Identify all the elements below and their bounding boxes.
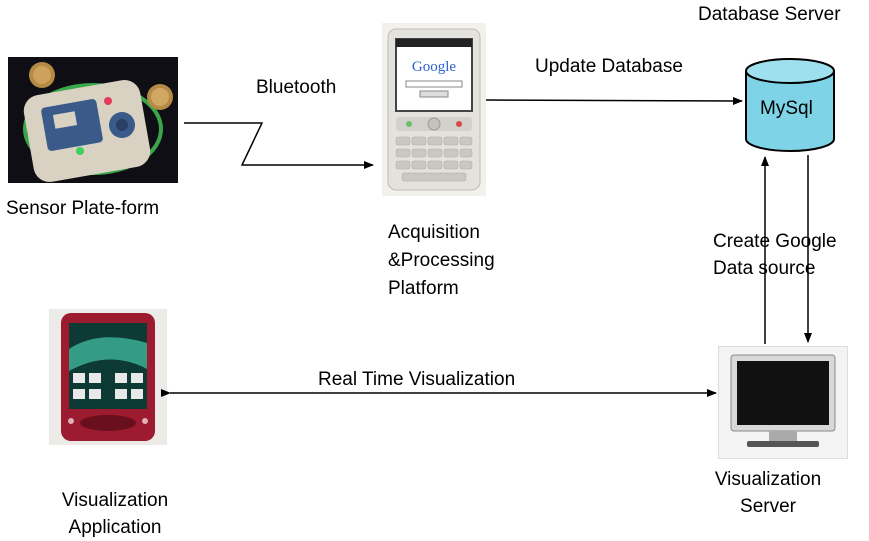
visualization-app-line-2: Application — [68, 517, 162, 538]
bluetooth-arrow — [184, 122, 374, 169]
acquisition-line-1: Acquisition — [388, 222, 480, 243]
acquisition-line-3: Platform — [388, 278, 459, 299]
update-database-arrow — [485, 96, 743, 105]
visualization-server-label: Visualization Server — [698, 466, 838, 520]
mysql-database-cylinder — [745, 58, 835, 152]
sensor-platform-label: Sensor Plate-form — [6, 198, 160, 219]
acquisition-line-2: &Processing — [388, 250, 495, 271]
update-database-label: Update Database — [535, 56, 683, 77]
mysql-label: MySql — [760, 98, 813, 119]
visualization-app-phone-image — [49, 309, 167, 445]
realtime-visualization-label: Real Time Visualization — [318, 369, 516, 390]
acquisition-label: Acquisition &Processing Platform — [388, 219, 495, 303]
sensor-platform-image — [8, 57, 178, 183]
create-google-line-1: Create Google — [713, 231, 837, 252]
visualization-app-line-1: Visualization — [61, 490, 169, 511]
bluetooth-label: Bluetooth — [256, 77, 337, 98]
database-server-label: Database Server — [698, 4, 841, 25]
create-google-label: Create Google Data source — [713, 228, 837, 282]
visualization-app-label: Visualization Application — [45, 487, 185, 541]
visualization-server-line-1: Visualization — [714, 469, 822, 490]
acquisition-phone-image: Google — [382, 23, 486, 196]
visualization-server-line-2: Server — [740, 496, 796, 517]
create-google-line-2: Data source — [713, 258, 816, 279]
phone-screen-search-text: Google — [412, 59, 457, 75]
visualization-server-monitor-image — [718, 346, 848, 459]
